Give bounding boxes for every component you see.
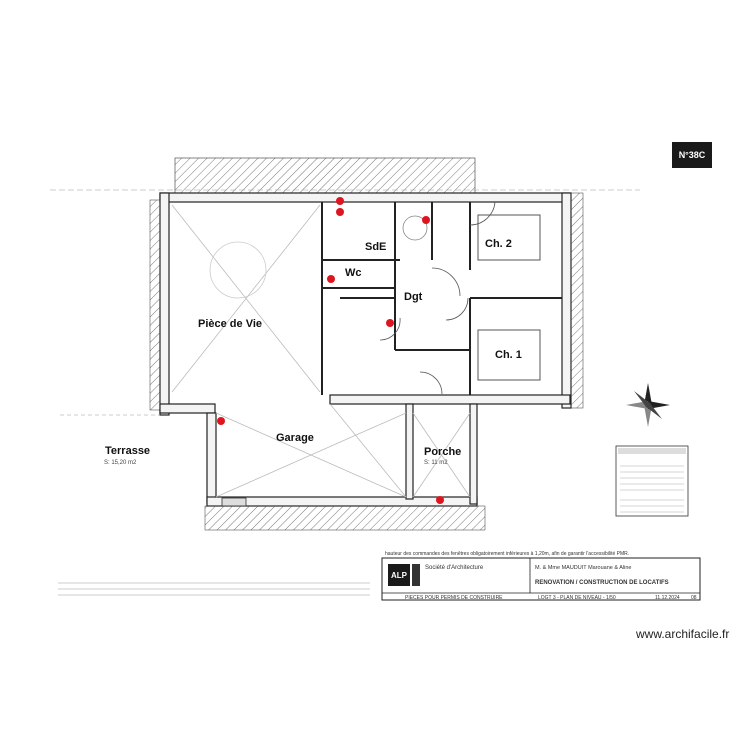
footer-date: 11.12.2024	[655, 595, 680, 601]
client-name: M. & Mme MAUDUIT Marouane & Aline	[535, 565, 631, 571]
room-label-wc: Wc	[345, 267, 362, 279]
room-label-ch2: Ch. 2	[485, 238, 512, 250]
room-area-terrasse: S: 15,20 m2	[104, 460, 137, 466]
room-label-porche: Porche	[424, 446, 461, 458]
room-label-garage: Garage	[276, 432, 314, 444]
exterior-walls	[159, 192, 572, 416]
marker	[336, 208, 344, 216]
room-label-terrasse: Terrasse	[105, 445, 150, 457]
bed-ch2	[477, 214, 541, 261]
garage-diagonals	[215, 403, 471, 498]
firm-logo-text: ALP	[391, 571, 408, 580]
marker	[386, 319, 394, 327]
marker	[217, 417, 225, 425]
room-label-dgt: Dgt	[404, 291, 423, 303]
red-markers	[217, 197, 444, 504]
firm-name: Société d'Architecture	[425, 565, 484, 571]
accessibility-note: hauteur des commandes des fenêtres oblig…	[385, 551, 629, 557]
garage-walls	[206, 403, 478, 507]
footer-mid: LOGT 3 - PLAN DE NIVEAU - 1/50	[538, 595, 616, 601]
title-block: ALP Société d'Architecture M. & Mme MAUD…	[381, 557, 701, 601]
marker	[327, 275, 335, 283]
room-label-sde: SdE	[365, 241, 386, 253]
sheet-number: 08	[691, 595, 697, 601]
hatched-ground-top	[174, 157, 476, 195]
footer-left: PIECES POUR PERMIS DE CONSTRUIRE	[405, 595, 503, 601]
hatched-ground-right	[570, 192, 584, 409]
shower-symbol	[402, 215, 428, 241]
firm-logo	[388, 564, 410, 586]
hatched-ground-bottom	[204, 505, 486, 531]
room-area-porche: S: 11 m2	[424, 460, 448, 466]
room-label-piece-de-vie: Pièce de Vie	[198, 318, 262, 330]
surface-table	[615, 445, 689, 517]
watermark-text: www.archifacile.fr	[636, 627, 730, 641]
bed-ch1	[477, 329, 541, 381]
plan-number-badge: N°38C	[672, 142, 712, 168]
table-symbol	[209, 241, 267, 299]
north-arrow-icon	[626, 383, 670, 427]
living-room-diagonals	[171, 204, 321, 393]
door-swings	[379, 201, 496, 395]
marker	[436, 496, 444, 504]
interior-walls	[321, 202, 562, 395]
project-title: RENOVATION / CONSTRUCTION DE LOCATIFS	[535, 580, 669, 586]
garage-door	[221, 497, 247, 507]
room-label-ch1: Ch. 1	[495, 349, 522, 361]
hatched-ground-left	[149, 199, 161, 411]
marker	[336, 197, 344, 205]
fine-print-lines	[58, 582, 370, 596]
marker	[422, 216, 430, 224]
